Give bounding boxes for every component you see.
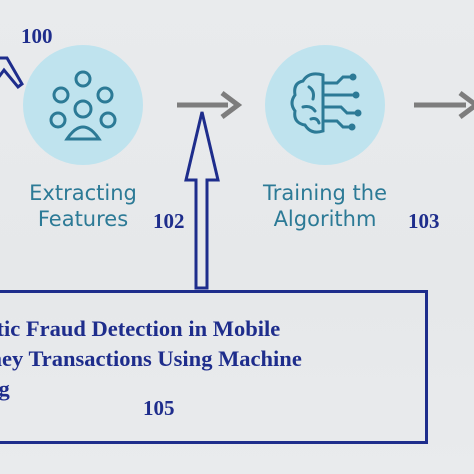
title-box	[0, 290, 428, 444]
flow-arrow-1	[177, 91, 243, 119]
step-circle-features	[23, 45, 143, 165]
step-label-features-line2: Features	[37, 207, 129, 231]
annotation-arrow-105	[184, 111, 220, 290]
annotation-arrow-100	[0, 56, 24, 90]
step-circle-training	[265, 45, 385, 165]
ref-number-105: 105	[143, 396, 175, 420]
brain-circuit-icon	[290, 72, 362, 134]
title-line-3: Learning	[0, 376, 10, 401]
ref-number-100: 100	[21, 24, 53, 48]
title-line-2: Money Transactions Using Machine	[0, 346, 302, 371]
flow-arrow-2	[414, 91, 474, 119]
people-network-icon	[49, 70, 117, 141]
step-label-features-line1: Extracting	[29, 181, 137, 205]
ref-number-102: 102	[153, 209, 185, 233]
step-label-training-line1: Training the	[262, 181, 387, 205]
title-line-1: Automatic Fraud Detection in Mobile	[0, 316, 281, 341]
step-label-training-line2: Algorithm	[273, 207, 377, 231]
ref-number-103: 103	[408, 209, 440, 233]
